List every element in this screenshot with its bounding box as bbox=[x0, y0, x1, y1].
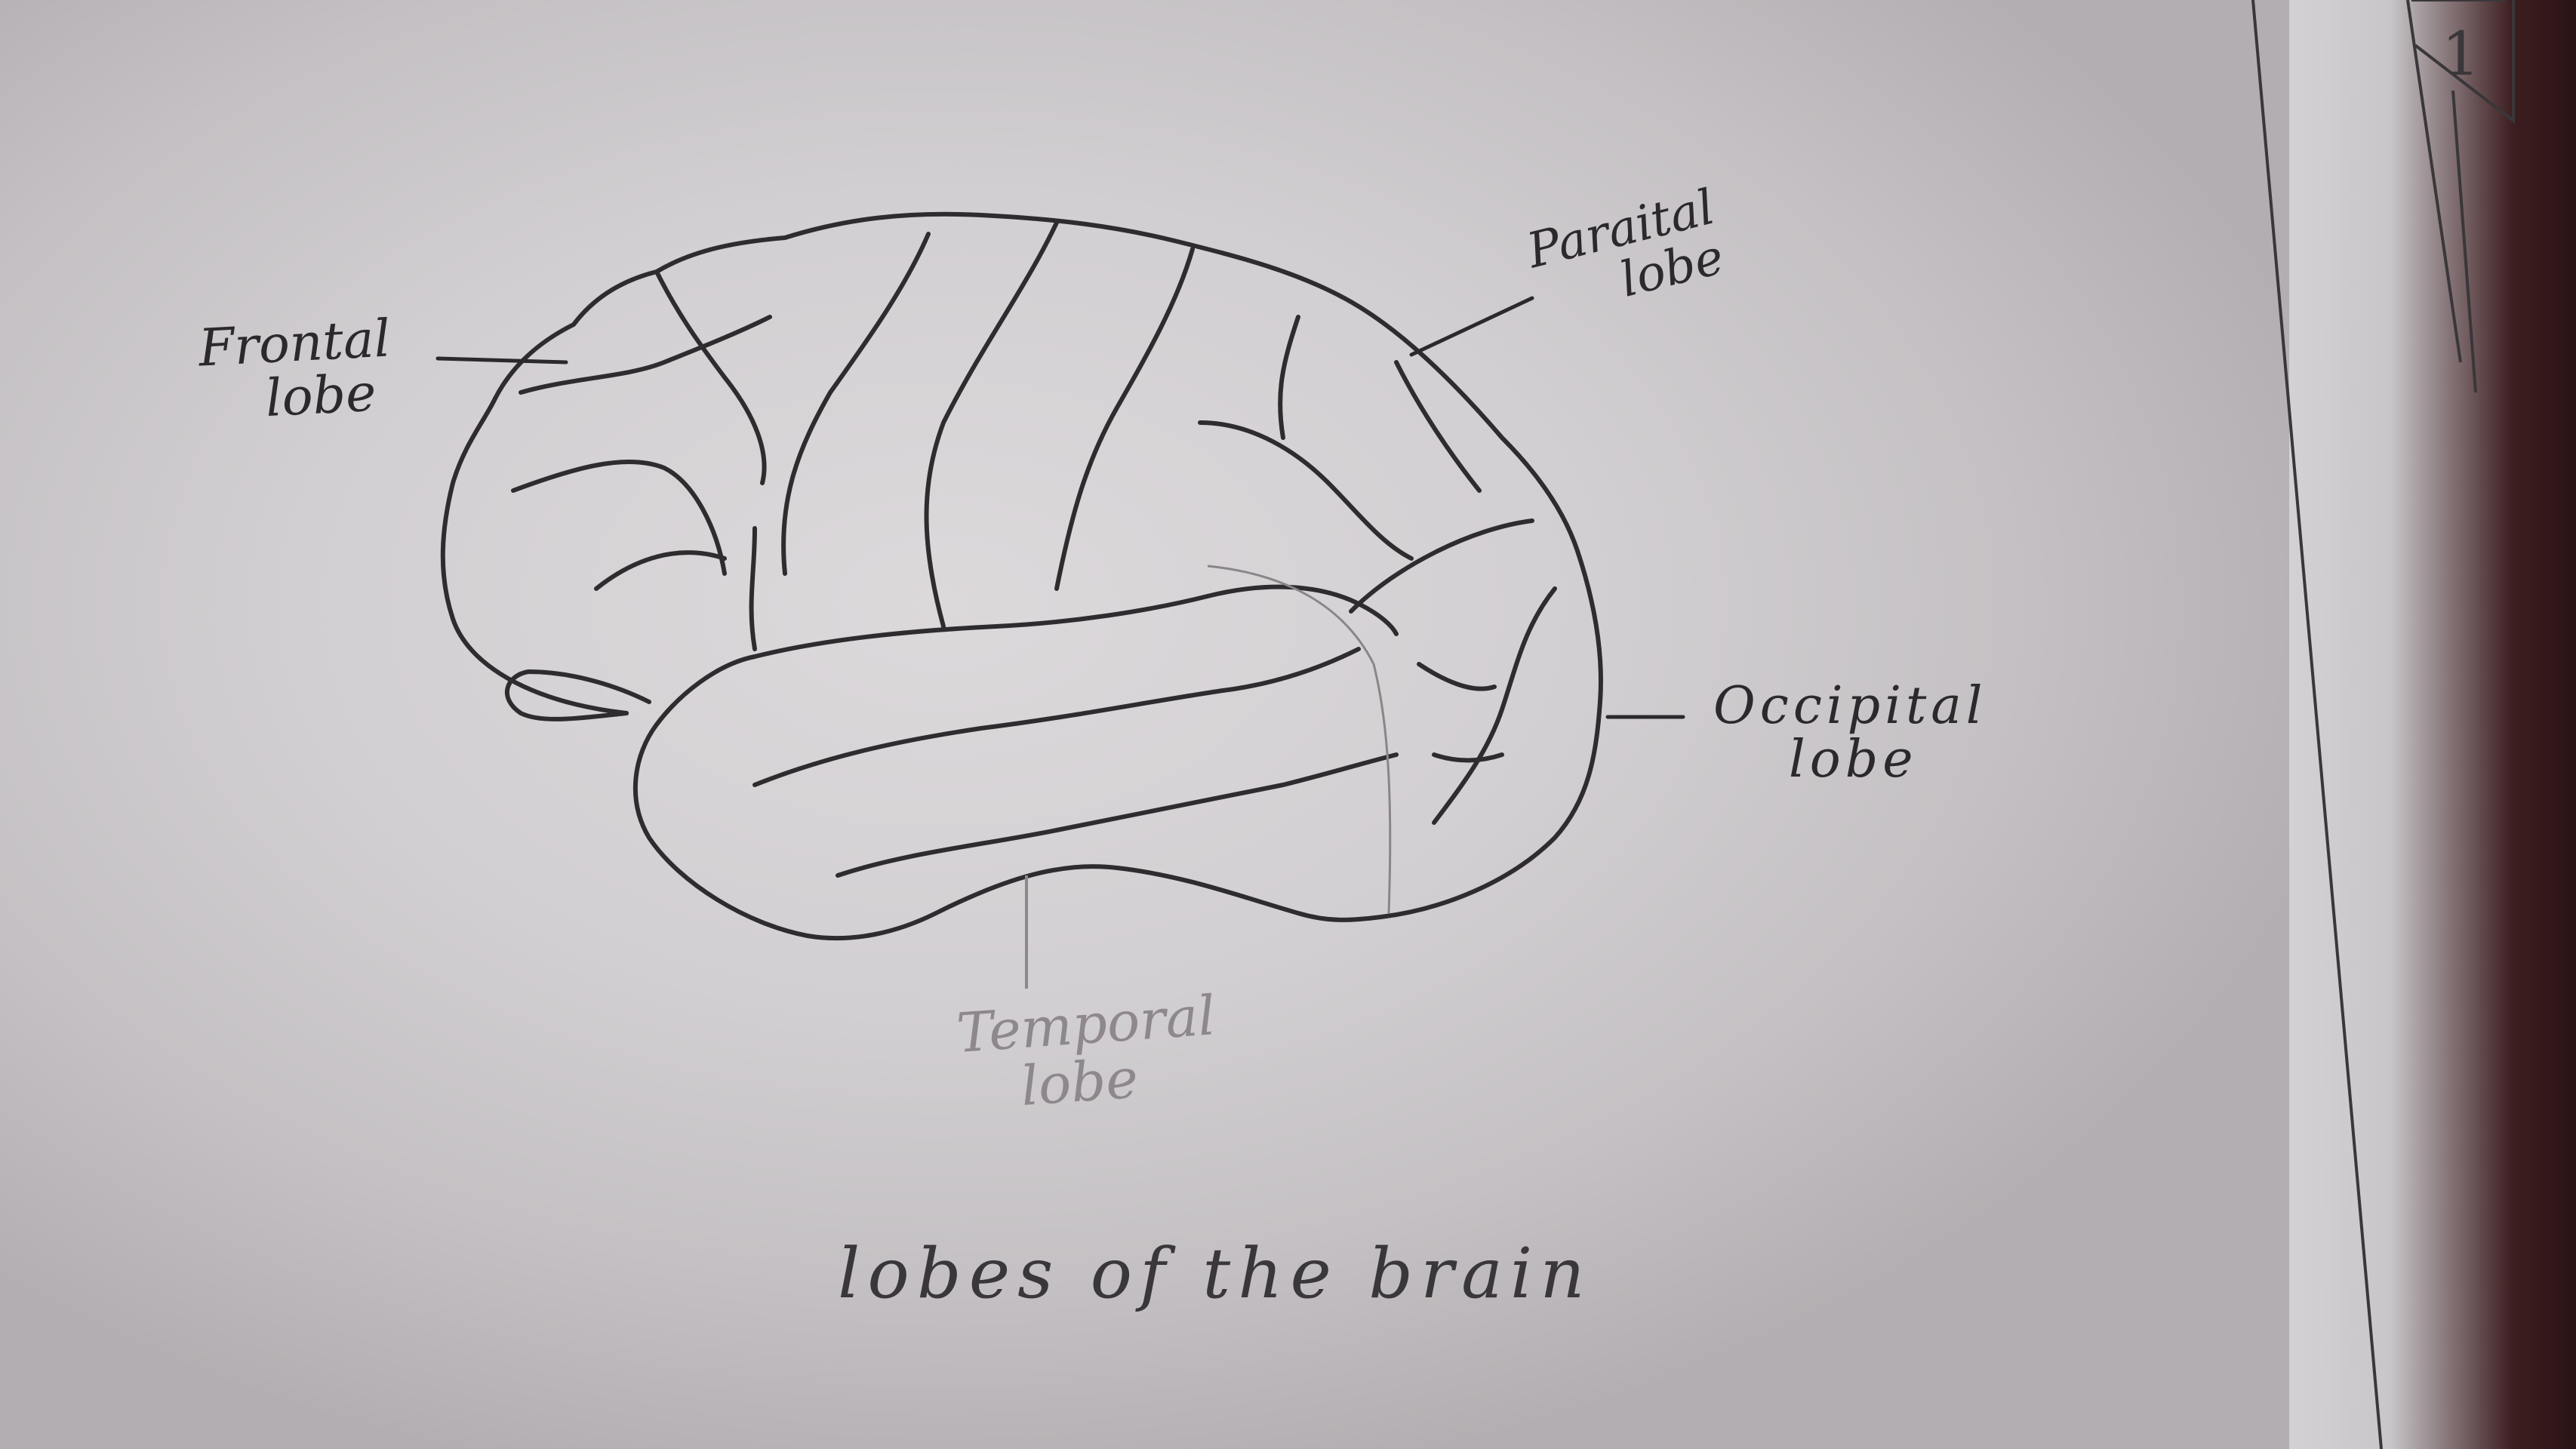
parietal-fold-1 bbox=[1278, 315, 1300, 440]
precentral-sulcus bbox=[781, 232, 931, 576]
diagram-caption: lobes of the brain bbox=[838, 1233, 1593, 1314]
back-page-edges bbox=[2251, 0, 2515, 1449]
parietal-fold-2 bbox=[1394, 360, 1482, 493]
central-sulcus bbox=[924, 220, 1059, 629]
brain-outline bbox=[440, 211, 1603, 941]
parieto-occipital-boundary bbox=[1349, 518, 1534, 614]
table-edge bbox=[2289, 0, 2576, 1449]
inferior-frontal-sulcus bbox=[519, 315, 772, 395]
intraparietal-sulcus bbox=[1198, 420, 1414, 561]
frontal-fold-2 bbox=[594, 550, 727, 591]
inferior-temporal-sulcus bbox=[836, 752, 1399, 878]
frontal-pointer-line bbox=[435, 356, 568, 365]
occipital-label-line1: Occipital bbox=[1713, 676, 1987, 736]
frontal-lobe-label: Frontal lobe bbox=[197, 309, 394, 429]
occipital-fold-2 bbox=[1417, 662, 1497, 691]
occipital-label-line2: lobe bbox=[1789, 730, 1918, 790]
frontal-fold-3 bbox=[749, 526, 757, 651]
lower-frontal-fold bbox=[504, 669, 651, 721]
temporal-occipital-faint-line bbox=[1207, 565, 1392, 914]
occipital-fold-1 bbox=[1432, 586, 1557, 825]
superior-frontal-sulcus bbox=[654, 269, 767, 485]
occipital-fold-3 bbox=[1432, 752, 1504, 763]
superior-temporal-sulcus bbox=[752, 647, 1361, 787]
parietal-pointer-line bbox=[1409, 296, 1534, 357]
frontal-fold-1 bbox=[511, 459, 727, 576]
postcentral-sulcus bbox=[1054, 247, 1195, 591]
occipital-lobe-label: Occipital lobe bbox=[1713, 679, 1987, 787]
page-number: 1 bbox=[2442, 19, 2480, 89]
lateral-sulcus bbox=[654, 584, 1399, 727]
temporal-lobe-label: Temporal lobe bbox=[955, 983, 1221, 1119]
